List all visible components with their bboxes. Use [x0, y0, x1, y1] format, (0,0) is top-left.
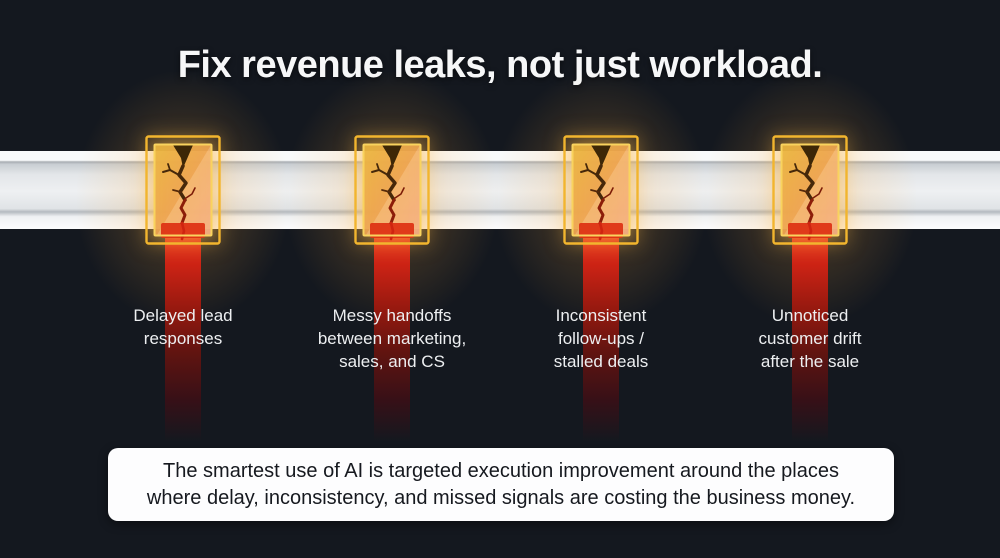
- callout-text-line: where delay, inconsistency, and missed s…: [146, 486, 856, 509]
- leak-label: Delayed lead responses: [73, 304, 293, 350]
- leak-label-line: customer drift: [758, 329, 862, 348]
- leak-label: Messy handoffs between marketing, sales,…: [282, 304, 502, 373]
- leak-label: Unnoticed customer drift after the sale: [700, 304, 920, 373]
- leak-label-line: Delayed lead: [133, 306, 233, 325]
- pipe-crack-icon: [354, 135, 430, 245]
- leak-label-line: after the sale: [760, 352, 860, 371]
- leak-label-line: between marketing,: [317, 329, 467, 348]
- leak-label: Inconsistent follow-ups / stalled deals: [491, 304, 711, 373]
- leak-label-line: stalled deals: [553, 352, 649, 371]
- leak-label-line: Inconsistent: [555, 306, 647, 325]
- leak-label-line: Messy handoffs: [332, 306, 452, 325]
- callout-text-line: The smartest use of AI is targeted execu…: [163, 459, 839, 482]
- pipe-crack-icon: [145, 135, 221, 245]
- leak-stream: [165, 230, 201, 448]
- leak-stream: [583, 230, 619, 448]
- leak-stream: [792, 230, 828, 448]
- slide-title: Fix revenue leaks, not just workload.: [177, 44, 823, 86]
- pipe-crack-icon: [563, 135, 639, 245]
- pipe-crack-icon: [772, 135, 848, 245]
- leak-label-line: follow-ups /: [558, 329, 644, 348]
- leak-label-line: Unnoticed: [771, 306, 849, 325]
- leak-stream: [374, 230, 410, 448]
- callout-box: The smartest use of AI is targeted execu…: [108, 448, 894, 521]
- leak-label-line: sales, and CS: [339, 352, 445, 371]
- leak-label-line: responses: [143, 329, 223, 348]
